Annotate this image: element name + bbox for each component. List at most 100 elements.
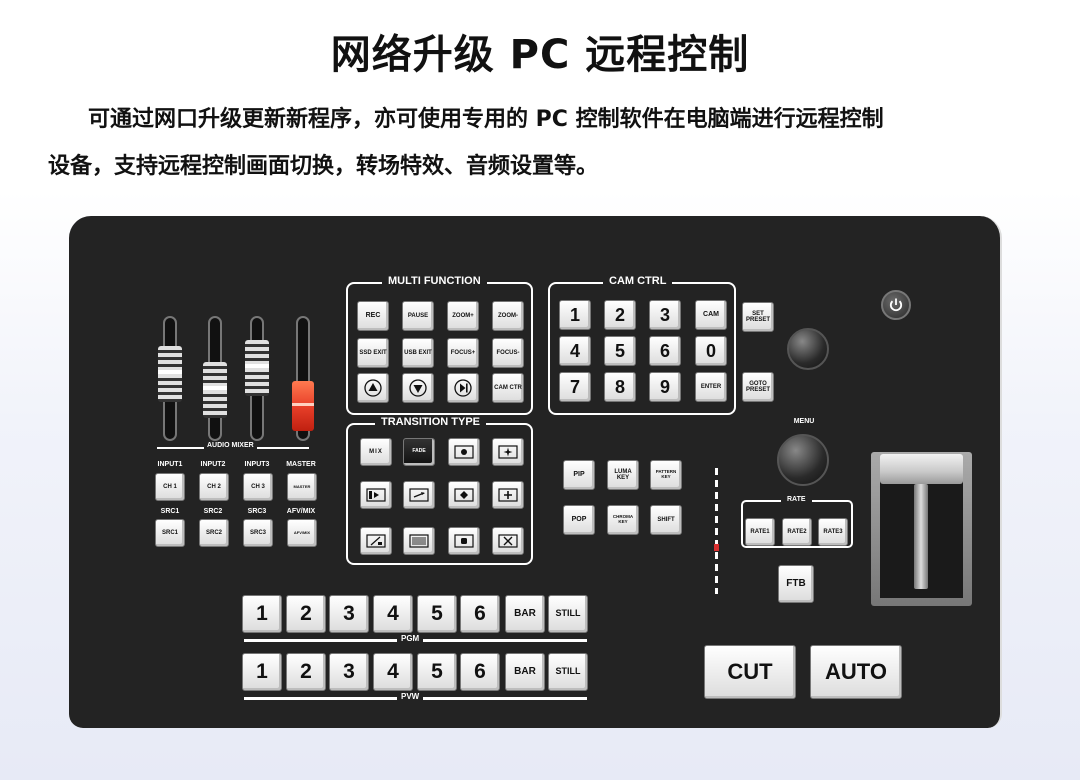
menu-knob[interactable] (777, 434, 829, 486)
src2-label: SRC2 (203, 508, 223, 515)
pgm-6-button[interactable]: 6 (460, 595, 500, 633)
cam-key-5[interactable]: 5 (604, 336, 636, 366)
master-button[interactable]: MASTER (287, 473, 317, 501)
focus-plus-button[interactable]: FOCUS+ (447, 338, 479, 368)
cam-key-1[interactable]: 1 (559, 300, 591, 330)
luma-key-button[interactable]: LUMA KEY (607, 460, 639, 490)
sparkle-icon (498, 445, 518, 459)
description-line-1: 可通过网口升级更新新程序，亦可使用专用的 PC 控制软件在电脑端进行远程控制 (88, 107, 884, 132)
cam-key-0[interactable]: 0 (695, 336, 727, 366)
ch3-button[interactable]: CH 3 (243, 473, 273, 501)
goto-preset-button[interactable]: GOTO PRESET (742, 372, 774, 402)
cam-key-2[interactable]: 2 (604, 300, 636, 330)
down-button[interactable] (402, 373, 434, 403)
cam-key-4[interactable]: 4 (559, 336, 591, 366)
bars-wipe-button[interactable] (403, 527, 435, 555)
pgm-2-button[interactable]: 2 (286, 595, 326, 633)
rate2-button[interactable]: RATE2 (782, 518, 812, 546)
next-button[interactable] (447, 373, 479, 403)
down-arrow-icon (409, 379, 427, 397)
mix-button[interactable]: MIX (360, 438, 392, 466)
pgm-3-button[interactable]: 3 (329, 595, 369, 633)
menu-label: MENU (793, 418, 815, 425)
shift-button[interactable]: SHIFT (650, 505, 682, 535)
cam-key-8[interactable]: 8 (604, 372, 636, 402)
focus-minus-button[interactable]: FOCUS- (492, 338, 524, 368)
page-heading: 网络升级 PC 远程控制 (330, 32, 750, 78)
rate3-button[interactable]: RATE3 (818, 518, 848, 546)
next-icon (454, 379, 472, 397)
pgm-bar-button[interactable]: BAR (505, 595, 545, 633)
swap-button[interactable] (403, 481, 435, 509)
auto-button[interactable]: AUTO (810, 645, 902, 699)
power-button[interactable] (881, 290, 911, 320)
power-icon (889, 298, 903, 312)
cross-wipe-button[interactable] (492, 481, 524, 509)
tbar-handle[interactable] (880, 454, 963, 484)
pip-button[interactable]: PIP (563, 460, 595, 490)
rate1-button[interactable]: RATE1 (745, 518, 775, 546)
cam-key-7[interactable]: 7 (559, 372, 591, 402)
zoom-out-button[interactable]: ZOOM- (492, 301, 524, 331)
pvw-5-button[interactable]: 5 (417, 653, 457, 691)
afv-mix-button[interactable]: AFV/MIX (287, 519, 317, 547)
fader-ch3-cap[interactable] (245, 340, 269, 396)
cam-key-3[interactable]: 3 (649, 300, 681, 330)
up-arrow-icon (364, 379, 382, 397)
box-wipe-button[interactable] (448, 527, 480, 555)
pgm-still-button[interactable]: STILL (548, 595, 588, 633)
ftb-button[interactable]: FTB (778, 565, 814, 603)
circle-wipe-button[interactable] (448, 438, 480, 466)
rec-button[interactable]: REC (357, 301, 389, 331)
fader-master-cap[interactable] (292, 381, 314, 431)
slide-button[interactable] (360, 481, 392, 509)
input2-label: INPUT2 (200, 461, 226, 468)
zoom-in-button[interactable]: ZOOM+ (447, 301, 479, 331)
square-icon (454, 534, 474, 548)
pattern-key-button[interactable]: PATTERN KEY (650, 460, 682, 490)
cut-button[interactable]: CUT (704, 645, 796, 699)
cam-ctr-button[interactable]: CAM CTR (492, 373, 524, 403)
ch1-button[interactable]: CH 1 (155, 473, 185, 501)
pause-button[interactable]: PAUSE (402, 301, 434, 331)
cam-key-6[interactable]: 6 (649, 336, 681, 366)
fader-ch2-cap[interactable] (203, 362, 227, 418)
slide-icon (366, 488, 386, 502)
usb-exit-button[interactable]: USB EXIT (402, 338, 434, 368)
master-label: MASTER (286, 461, 316, 468)
pvw-2-button[interactable]: 2 (286, 653, 326, 691)
tbar-led-indicator (715, 468, 718, 594)
src2-button[interactable]: SRC2 (199, 519, 229, 547)
ssd-exit-button[interactable]: SSD EXIT (357, 338, 389, 368)
description-line-2: 设备，支持远程控制画面切换，转场特效、音频设置等。 (48, 154, 599, 179)
diamond-wipe-button[interactable] (448, 481, 480, 509)
joystick-knob[interactable] (787, 328, 829, 370)
set-preset-button[interactable]: SET PRESET (742, 302, 774, 332)
pvw-still-button[interactable]: STILL (548, 653, 588, 691)
fade-button[interactable]: FADE (403, 438, 435, 466)
pvw-6-button[interactable]: 6 (460, 653, 500, 691)
pvw-1-button[interactable]: 1 (242, 653, 282, 691)
x-wipe-button[interactable] (492, 527, 524, 555)
fader-ch1-cap[interactable] (158, 346, 182, 402)
tbar-lever[interactable] (914, 484, 928, 589)
pgm-1-button[interactable]: 1 (242, 595, 282, 633)
pvw-4-button[interactable]: 4 (373, 653, 413, 691)
pgm-5-button[interactable]: 5 (417, 595, 457, 633)
pvw-3-button[interactable]: 3 (329, 653, 369, 691)
cam-key-enter[interactable]: ENTER (695, 372, 727, 402)
cam-key-cam[interactable]: CAM (695, 300, 727, 330)
cam-key-9[interactable]: 9 (649, 372, 681, 402)
star-wipe-button[interactable] (492, 438, 524, 466)
pop-button[interactable]: POP (563, 505, 595, 535)
pgm-4-button[interactable]: 4 (373, 595, 413, 633)
src1-button[interactable]: SRC1 (155, 519, 185, 547)
src3-button[interactable]: SRC3 (243, 519, 273, 547)
pvw-bar-button[interactable]: BAR (505, 653, 545, 691)
cam-ctrl-title: CAM CTRL (603, 275, 673, 287)
rate-title: RATE (781, 496, 812, 503)
up-button[interactable] (357, 373, 389, 403)
ch2-button[interactable]: CH 2 (199, 473, 229, 501)
diagonal-wipe-button[interactable] (360, 527, 392, 555)
chroma-key-button[interactable]: CHROMA KEY (607, 505, 639, 535)
